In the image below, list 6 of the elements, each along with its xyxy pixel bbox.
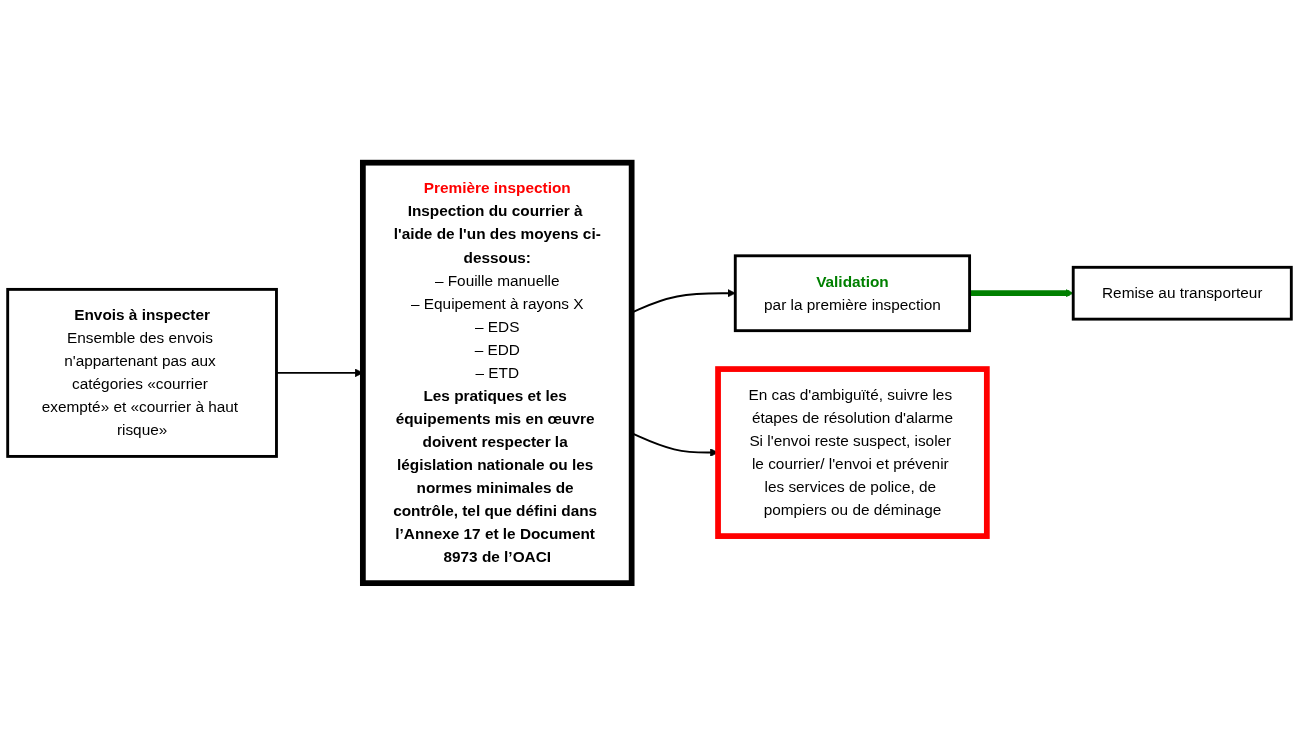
node-box: Remise au transporteur: [1071, 265, 1293, 321]
node-box: Première inspection Inspection du courrier à l'aide de l'un des moyens ci-dessous: – Fouille manuelle – Equipement à rayons X – EDS – EDD – ETD Les pratiques et les équipements mis en œuvre doivent respecter la législation nationale ou les normes minimales de contrôle, tel que défini dans l’Annexe 17 et le Document 8973 de l’OACI: [360, 159, 635, 586]
arrow: [969, 288, 1074, 298]
node-box: Envois à inspecter Ensemble des envois n'appartenant pas aux catégories «courrier exempté» et «courrier à haut risque»: [6, 287, 278, 458]
node-box: En cas d'ambiguïté, suivre les étapes de résolution d'alarme Si l'envoi reste suspect, isoler le courrier/ l'envoi et prévenir les services de police, de pompiers ou de déminage: [715, 365, 990, 539]
node-box: Validation par la première inspection: [733, 253, 972, 332]
